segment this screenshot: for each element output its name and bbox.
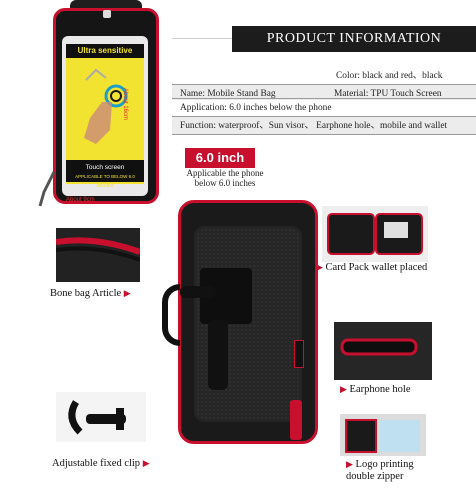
spec-divider: [172, 84, 476, 85]
touch-screen-subtext: APPLICABLE TO BELOW 6.0 INCHES: [75, 174, 135, 188]
header-bar: [232, 26, 476, 52]
spec-divider: [172, 116, 476, 117]
clip-closeup: [68, 400, 126, 435]
spec-divider: [172, 98, 476, 99]
size-badge: 6.0 inch: [185, 148, 255, 168]
page-title: PRODUCT INFORMATION: [266, 31, 442, 46]
zipper-pull: [290, 400, 302, 440]
width-dimension-label: About 9cm: [66, 197, 95, 203]
logo-caption: ▶ Logo printing double zipper: [346, 458, 414, 483]
touch-hand-icon: [84, 68, 128, 144]
clip-label: Adjustable fixed clip: [52, 458, 141, 469]
spec-color: Color: black and red、black: [336, 71, 443, 81]
case-logo-icon: [103, 10, 111, 18]
caption-arrow-icon: ▶: [346, 459, 353, 469]
spec-row-color-bg: [172, 68, 476, 86]
handlebar-clip: [162, 284, 180, 346]
bone-bag-closeup: [56, 228, 140, 282]
ultra-sensitive-label: Ultra sensitive: [66, 44, 144, 58]
spec-divider: [172, 134, 476, 135]
logo-label-line-1: ▶ Logo printing: [346, 458, 414, 471]
clip-knob-icon: [180, 286, 216, 298]
bone-bag-caption: Bone bag Article ▶: [50, 288, 131, 299]
touch-screen-label: Touch screen APPLICABLE TO BELOW 6.0 INC…: [66, 160, 144, 188]
height-dimension-label: About 16cm: [122, 88, 128, 121]
caption-arrow-icon: ▶: [340, 384, 347, 394]
zipper-closeup: [340, 414, 426, 456]
applicable-line-1: Applicable the phone: [186, 168, 264, 178]
caption-arrow-icon: ▶: [142, 458, 150, 468]
caption-arrow-icon: ▶: [316, 262, 323, 272]
earphone-hole-closeup: [334, 322, 432, 380]
touch-screen-text: Touch screen: [85, 164, 125, 171]
caption-arrow-icon: ▶: [123, 288, 131, 298]
bone-bag-label: Bone bag Article: [50, 288, 122, 299]
header-rule-left: [172, 38, 232, 39]
logo-label-line-2: double zipper: [346, 471, 404, 482]
spec-row-application-bg: [172, 100, 476, 118]
spec-row-function-bg: [172, 117, 476, 135]
earphone-label: Earphone hole: [349, 384, 411, 395]
open-wallet-icon: [327, 213, 423, 255]
clip-caption: Adjustable fixed clip ▶: [52, 458, 150, 469]
applicable-line-2: below 6.0 inches: [194, 178, 256, 188]
spec-function: Function: waterproof、Sun visor、 Earphone…: [180, 121, 448, 131]
card-pack-caption: ▶ Card Pack wallet placed: [316, 262, 427, 273]
spec-material: Material: TPU Touch Screen: [334, 89, 442, 99]
spec-name: Name: Mobile Stand Bag: [180, 89, 276, 99]
logo-label-text-1: Logo printing: [355, 459, 414, 470]
spec-application: Application: 6.0 inches below the phone: [180, 103, 332, 113]
card-pack-label: Card Pack wallet placed: [325, 262, 428, 273]
bracket-stem: [208, 320, 228, 390]
earphone-port: [294, 340, 304, 368]
zipper-pull-icon: [38, 171, 56, 207]
earphone-caption: ▶ Earphone hole: [340, 384, 410, 395]
applicable-note: Applicable the phone below 6.0 inches: [180, 168, 270, 188]
